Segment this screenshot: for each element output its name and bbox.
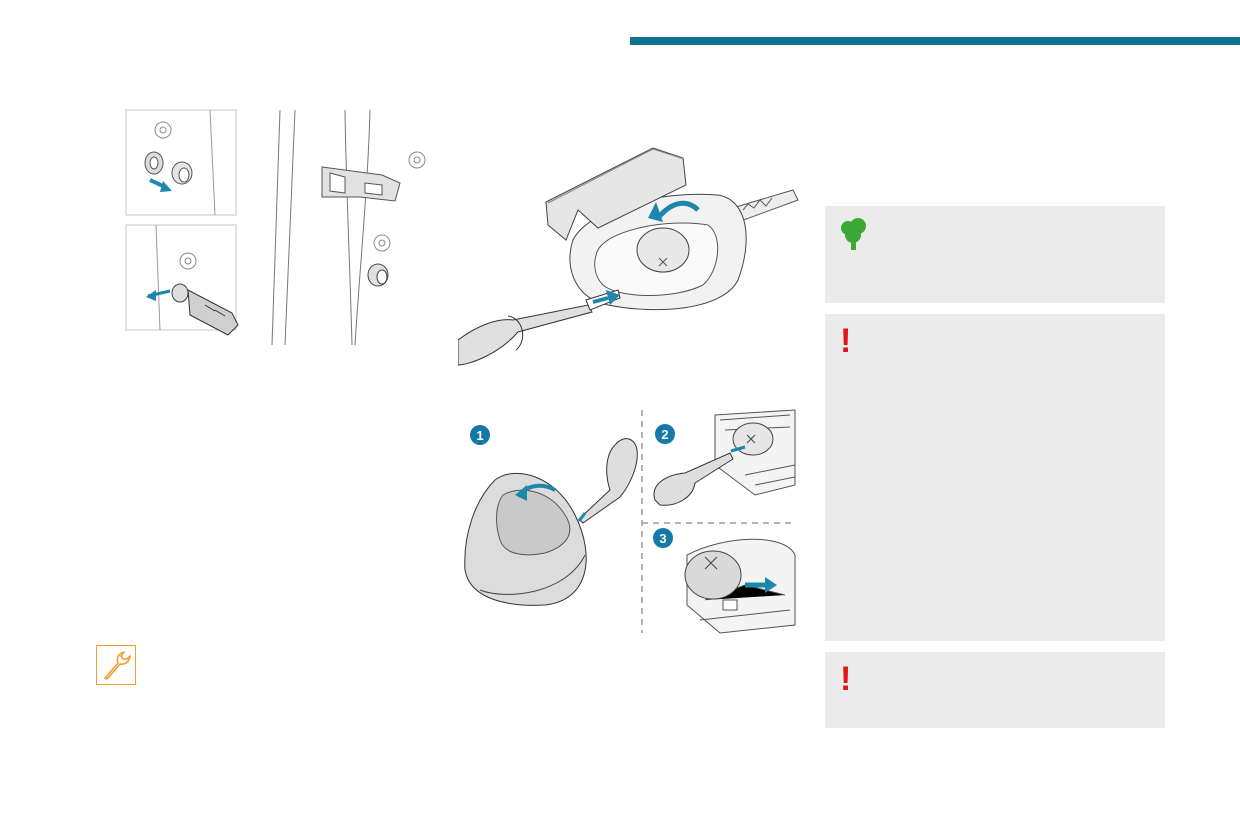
- door-lock-illustration: [125, 109, 426, 346]
- tree-icon: [841, 218, 866, 250]
- warning-panel-secondary: !: [825, 652, 1165, 728]
- exclamation-icon: !: [840, 322, 852, 360]
- step-2-callout: 2: [655, 424, 675, 444]
- exclamation-icon-secondary: !: [840, 660, 852, 698]
- step-1-callout: 1: [470, 425, 490, 445]
- step-1-label: 1: [476, 428, 483, 443]
- wrench-icon: [104, 651, 131, 680]
- step-2-label: 2: [661, 427, 668, 442]
- eco-tip-panel: [825, 206, 1165, 303]
- step-3-callout: 3: [653, 528, 673, 548]
- step-3-label: 3: [659, 531, 666, 546]
- key-cover-removal-illustration: [458, 147, 799, 366]
- service-notice-box: [96, 645, 136, 685]
- header-accent-bar: [630, 37, 1240, 45]
- warning-panel: !: [825, 314, 1165, 641]
- battery-replacement-steps-illustration: 1 2 3: [464, 409, 796, 634]
